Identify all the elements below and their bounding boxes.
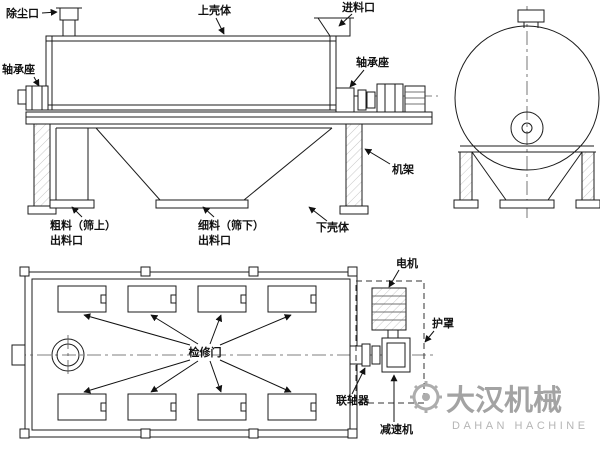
label-coarse-outlet-2: 出料口 <box>50 233 83 247</box>
label-reducer: 减速机 <box>380 422 413 436</box>
label-cover: 护罩 <box>432 316 454 330</box>
label-fine-outlet-1: 细料（筛下） <box>198 218 264 232</box>
watermark-brand-cn: 大汉机械 <box>446 384 562 417</box>
top-view: 电机 护罩 检修门 联轴器 减速机 <box>11 256 454 439</box>
drum-end-circle <box>454 25 600 171</box>
label-coarse-outlet-1: 粗料（筛上） <box>50 218 116 232</box>
side-view: 除尘口 上壳体 进料口 轴承座 轴承座 机架 粗料（筛上） 出料口 细料（筛下）… <box>2 0 438 247</box>
bolt-pads <box>19 266 358 439</box>
label-feed-inlet: 进料口 <box>342 0 375 14</box>
label-inspection-door: 检修门 <box>189 345 222 359</box>
coupling-side <box>357 89 367 111</box>
label-motor: 电机 <box>396 256 418 270</box>
door <box>197 285 247 313</box>
door <box>197 393 247 421</box>
feed-inlet-chute <box>314 17 354 37</box>
end-view-top-port <box>517 9 545 23</box>
drive-assembly-top <box>349 280 425 404</box>
end-view-outlet <box>499 199 555 209</box>
frame-legs <box>27 123 369 215</box>
coupling-half-2 <box>371 345 381 365</box>
door <box>127 393 177 421</box>
drum-casing <box>45 35 337 111</box>
bearing-left <box>17 85 49 111</box>
reducer-side <box>376 83 404 113</box>
motor-top <box>371 287 407 331</box>
door <box>267 393 317 421</box>
inspection-door-leaders <box>83 313 292 394</box>
dust-port <box>56 7 82 36</box>
label-dust-port: 除尘口 <box>6 6 39 20</box>
label-frame: 机架 <box>392 162 414 176</box>
label-lower-casing: 下壳体 <box>316 220 350 234</box>
fine-outlet-flange <box>155 199 249 209</box>
label-bearing-left: 轴承座 <box>2 62 35 76</box>
door <box>127 285 177 313</box>
door <box>57 285 107 313</box>
label-fine-outlet-2: 出料口 <box>198 233 231 247</box>
inspection-doors <box>57 285 317 421</box>
motor-side <box>404 85 426 113</box>
label-bearing-right: 轴承座 <box>356 55 389 69</box>
coarse-outlet-flange <box>49 199 95 209</box>
end-view <box>453 6 600 218</box>
watermark-brand-en: DAHAN HACHINE <box>452 420 589 432</box>
shaft-end-circle <box>510 111 544 145</box>
label-coupling: 联轴器 <box>336 393 370 407</box>
drive-assembly-side <box>335 83 426 113</box>
left-shaft-support <box>11 344 26 366</box>
base-beam <box>25 111 433 125</box>
door <box>267 285 317 313</box>
lower-casing-hopper <box>49 127 333 209</box>
coupling-half-1 <box>361 343 371 367</box>
gear-logo-icon <box>410 381 442 413</box>
watermark: 大汉机械 DAHAN HACHINE <box>410 381 589 432</box>
bearing-right-block <box>335 87 355 113</box>
label-upper-casing: 上壳体 <box>198 3 232 17</box>
door <box>57 393 107 421</box>
motor-shaft <box>387 329 399 339</box>
